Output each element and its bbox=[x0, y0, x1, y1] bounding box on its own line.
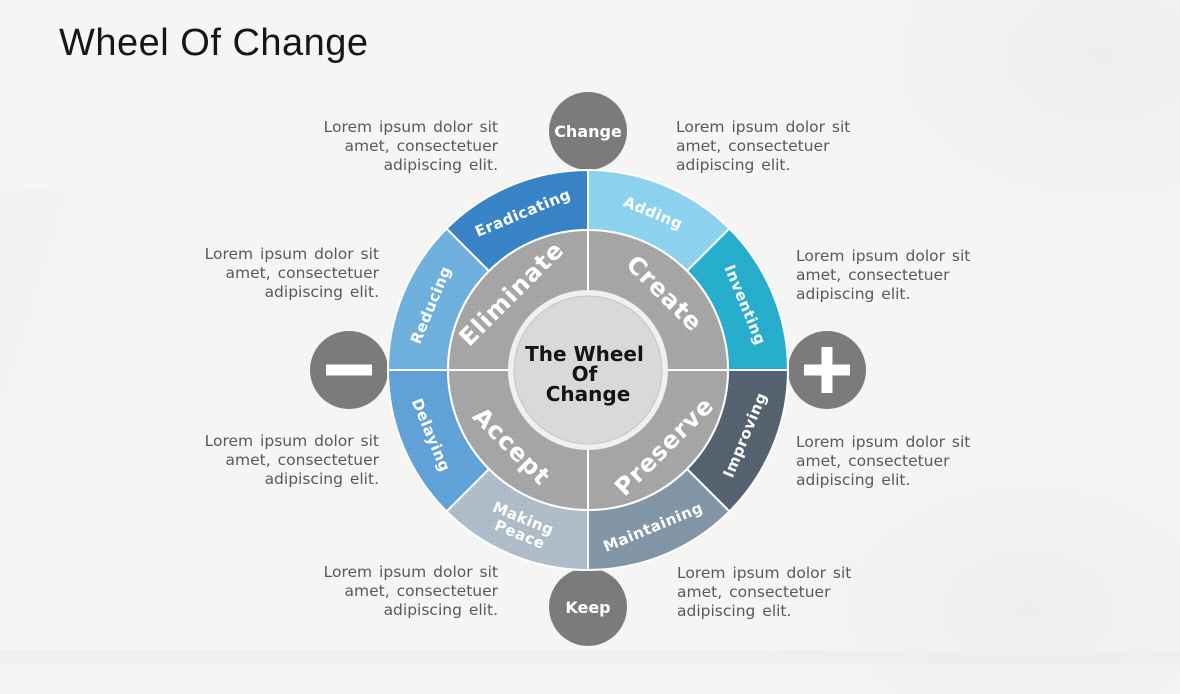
minus-icon bbox=[326, 364, 372, 376]
node-plus bbox=[788, 331, 866, 409]
annotation-mid-left: Lorem ipsum dolor sit amet, consectetuer… bbox=[204, 245, 379, 301]
annotation-top-left: Lorem ipsum dolor sit amet, consectetuer… bbox=[323, 118, 498, 174]
change-node-circle bbox=[549, 92, 627, 170]
center-title-line1: The Wheel bbox=[525, 342, 644, 366]
node-minus bbox=[310, 331, 388, 409]
change-node-label: Change bbox=[554, 122, 622, 141]
keep-node-circle bbox=[549, 568, 627, 646]
keep-node-label: Keep bbox=[565, 598, 610, 617]
node-keep: Keep bbox=[549, 568, 627, 646]
annotation-top-right: Lorem ipsum dolor sit amet, consectetuer… bbox=[676, 118, 851, 174]
annotation-mid-right: Lorem ipsum dolor sit amet, consectetuer… bbox=[796, 247, 971, 303]
center-title-line2: Of bbox=[572, 362, 598, 386]
center-title: The Wheel Of Change bbox=[525, 342, 651, 406]
annotation-bottom-right: Lorem ipsum dolor sit amet, consectetuer… bbox=[677, 564, 852, 620]
node-change: Change bbox=[549, 92, 627, 170]
page-title: Wheel Of Change bbox=[59, 22, 369, 64]
wheel-diagram: Change Keep The bbox=[310, 92, 866, 646]
annotation-bottom-left: Lorem ipsum dolor sit amet, consectetuer… bbox=[323, 563, 498, 619]
plus-icon bbox=[804, 347, 850, 393]
center-title-line3: Change bbox=[546, 382, 631, 406]
annotation-lower-left: Lorem ipsum dolor sit amet, consectetuer… bbox=[204, 432, 379, 488]
center-circle bbox=[513, 295, 663, 445]
annotation-lower-right: Lorem ipsum dolor sit amet, consectetuer… bbox=[796, 433, 971, 489]
